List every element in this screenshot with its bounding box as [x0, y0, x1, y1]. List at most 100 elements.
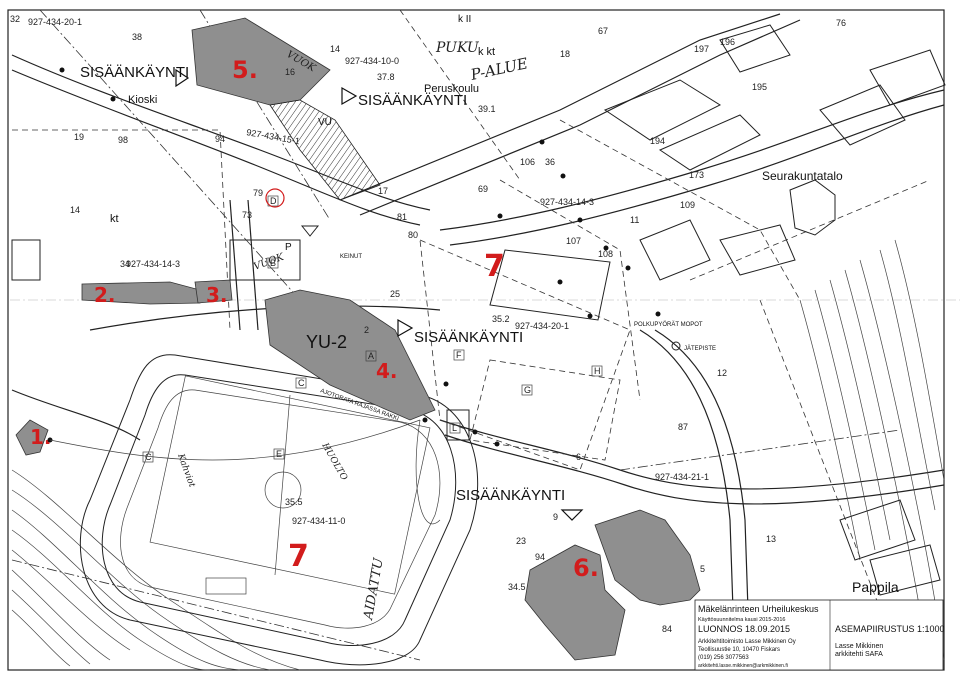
note-huolto: HUOLTO [319, 441, 349, 483]
parcel-id: 927-434-14-3 [126, 259, 180, 269]
pappila-label: Pappila [852, 579, 899, 595]
title-architect-role: arkkitehti SAFA [835, 651, 883, 658]
area-number-7: 7 [484, 249, 505, 284]
plot-number: 12 [717, 368, 727, 378]
entrance-markers: SISÄÄNKÄYNTI SISÄÄNKÄYNTI SISÄÄNKÄYNTI S… [80, 64, 584, 521]
title-sheet: ASEMAPIIRUSTUS 1:1000 [835, 624, 945, 634]
parcel-id: 927-434-11-0 [292, 516, 345, 526]
tract-letter: C [145, 452, 152, 462]
seurakuntatalo-label: Seurakuntatalo [762, 169, 843, 183]
title-date: LUONNOS 18.09.2015 [698, 624, 790, 634]
elevation: 35.5 [285, 497, 303, 507]
sheet-frame [7, 9, 945, 671]
area-number-1: 1. [30, 425, 52, 449]
plot-number: 6 [576, 452, 581, 462]
plot-number: 9 [553, 512, 558, 522]
tract-letter: H [594, 366, 601, 376]
entrance-label: SISÄÄNKÄYNTI [414, 329, 523, 346]
title-address: Teollisuustie 10, 10470 Fiskars [698, 647, 780, 653]
vu-label: VU [318, 117, 332, 128]
plot-number: 73 [242, 210, 252, 220]
tract-letter: C [298, 378, 305, 388]
plot-number: 80 [408, 230, 418, 240]
keinu-label: KEINUT [340, 254, 362, 260]
plot-number: 94 [215, 134, 225, 144]
title-phone: (019) 256 3077563 [698, 655, 749, 661]
plot-number: 5 [700, 564, 705, 574]
plot-number: 34 [120, 259, 130, 269]
p-label: P [285, 242, 292, 253]
kioski-label: Kioski [128, 94, 157, 106]
plot-number: 79 [253, 188, 263, 198]
plot-number: 14 [330, 44, 340, 54]
area-number-6: 6. [573, 554, 599, 582]
plot-number: 18 [560, 49, 570, 59]
plot-number: 76 [836, 18, 846, 28]
elevation: 34.5 [508, 582, 526, 592]
plot-number: 19 [74, 132, 84, 142]
tract-letter: D [270, 196, 277, 206]
seurakuntatalo-building [789, 179, 836, 236]
plot-number: 84 [662, 624, 672, 634]
plot-number: 106 [520, 157, 535, 167]
elevation: 39.1 [478, 104, 496, 114]
entrance-label: SISÄÄNKÄYNTI [358, 92, 467, 109]
plot-number: 23 [516, 536, 526, 546]
elevations: 37.8 39.1 35.2 35.5 34.5 [285, 72, 526, 592]
plot-number: 11 [630, 215, 639, 225]
plot-number: 32 [10, 14, 20, 24]
plot-number: 13 [766, 534, 776, 544]
plot-number: 16 [285, 67, 295, 77]
plot-numbers: 32 38 14 16 18 67 76 196 197 195 19 98 9… [10, 14, 846, 634]
plot-number: 67 [598, 26, 608, 36]
plot-number: 173 [689, 170, 704, 180]
area-number-2: 2. [94, 283, 116, 307]
k-ii-label: k II [458, 14, 471, 25]
polkupyorat-label: POLKUPYÖRÄT MOPOT [634, 321, 703, 328]
building-4-yu2 [264, 289, 436, 421]
tract-letter: G [524, 385, 531, 395]
plot-number: 87 [678, 422, 688, 432]
yu2-label: YU-2 [306, 332, 347, 352]
plot-number: 38 [132, 32, 142, 42]
peruskoulu-label: Peruskoulu [424, 83, 479, 95]
plot-number: 69 [478, 184, 488, 194]
area-number-5: 5. [232, 56, 258, 84]
title-architect: Lasse Mikkinen [835, 643, 883, 650]
building-6-west [524, 544, 626, 661]
parcel-id: 927-434-14-3 [540, 197, 594, 207]
plot-number: 2 [364, 325, 369, 335]
plot-number: 17 [378, 186, 388, 196]
tract-letter: F [456, 350, 462, 360]
plot-number: 109 [680, 200, 695, 210]
plot-number: 25 [390, 289, 400, 299]
kt-label: kt [110, 213, 119, 225]
note-aidattu: AIDATTU [361, 556, 387, 622]
note-kahviot: Kahviot [175, 452, 197, 490]
building-1 [15, 419, 49, 456]
plot-number: 107 [566, 236, 581, 246]
plot-number: 98 [118, 135, 128, 145]
title-email: arkkitehti.lasse.mikkinen@arkmikkinen.fi [698, 663, 788, 669]
tract-letter: E [276, 449, 282, 459]
handwritten-area-numbers: 1. 2. 3. 4. 5. 6. 7 7 [30, 56, 599, 582]
title-office: Arkkitehtitoimisto Lasse Mikkinen Oy [698, 639, 796, 645]
plot-number: 14 [70, 205, 80, 215]
jatepiste-label: JÄTEPISTE [684, 345, 716, 352]
entrance-label: SISÄÄNKÄYNTI [456, 487, 565, 504]
roads [11, 13, 945, 671]
plot-number: 195 [752, 82, 767, 92]
area-number-7-track: 7 [288, 539, 309, 574]
note-p-alue: P-ALUE [468, 54, 529, 84]
plot-number: 194 [650, 136, 665, 146]
parcel-id: 927-434-20-1 [515, 321, 569, 331]
tract-letters: A E F H G C C B L D [142, 195, 603, 463]
tract-letter: A [368, 351, 374, 361]
tract-letter: B [270, 258, 276, 268]
building-6-east [594, 509, 701, 606]
tract-letter: L [452, 423, 457, 433]
parcel-id: 927-434-20-1 [28, 17, 82, 27]
area-number-4: 4. [376, 359, 398, 383]
area-number-3: 3. [206, 283, 228, 307]
